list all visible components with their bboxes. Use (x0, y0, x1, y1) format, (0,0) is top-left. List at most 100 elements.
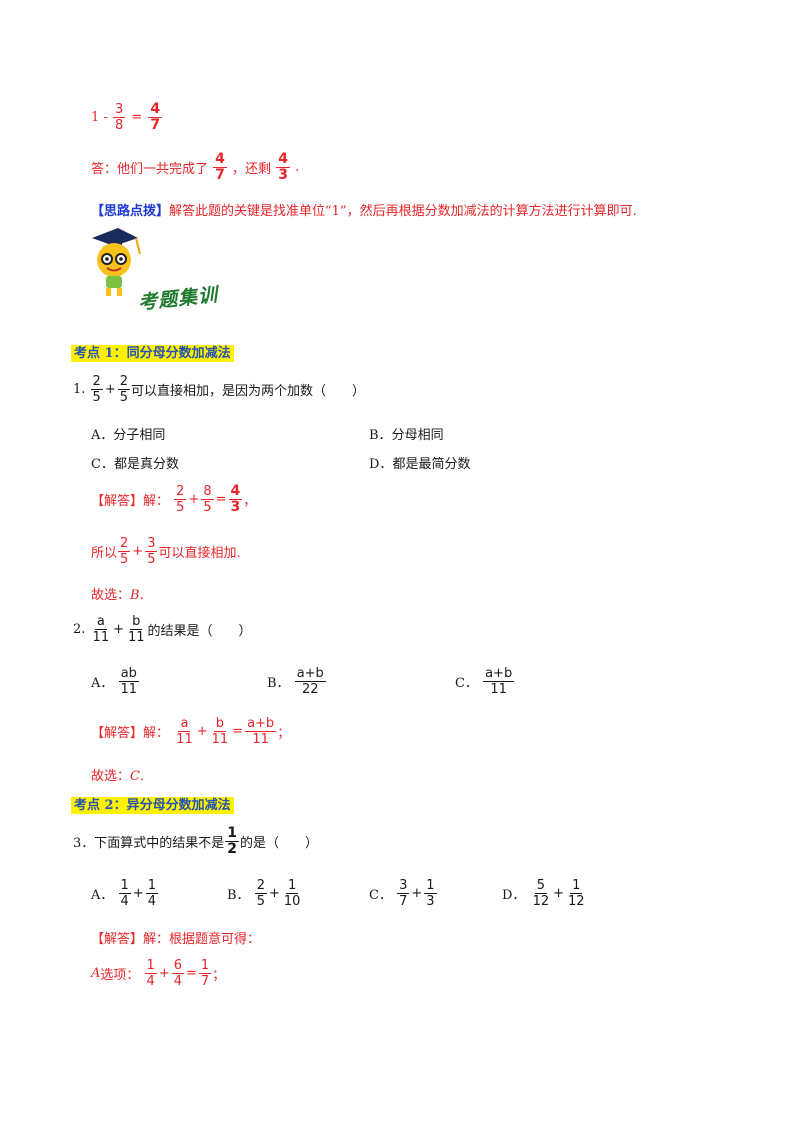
choice-letter: B (130, 588, 140, 603)
plus-sign: + (158, 966, 170, 981)
option-letter: D． (369, 457, 393, 472)
option-a[interactable]: A．分子相同 (91, 424, 165, 443)
option-letter: B． (227, 888, 250, 903)
solution-text: 解：根据题意可得： (143, 932, 261, 947)
question-text: 的是（ ） (240, 836, 319, 851)
solution-prefix: 选项： (100, 968, 140, 983)
solution-end: ， (243, 494, 257, 509)
solution-prefix: 解： (143, 494, 170, 509)
choice-letter: C (130, 769, 140, 784)
option-letter: C． (91, 457, 114, 472)
plus-sign: + (553, 886, 565, 901)
option-letter: C． (455, 676, 478, 691)
choice-end: . (139, 769, 145, 784)
plus-sign: + (188, 492, 200, 507)
choice-line: 故选：B. (91, 584, 144, 603)
tip-text: 解答此题的关键是找准单位“1”，然后再根据分数加减法的计算方法进行计算即可. (169, 204, 637, 219)
plus-sign: + (104, 382, 116, 397)
option-b[interactable]: B．分母相同 (369, 424, 444, 443)
solution-tag: 【解答】 (91, 494, 144, 509)
choice-prefix: 故选： (91, 588, 131, 603)
mascot-icon (92, 228, 141, 296)
option-d[interactable]: D．都是最简分数 (369, 453, 470, 472)
option-letter: B． (267, 676, 290, 691)
plus-sign: + (268, 886, 280, 901)
equation-lhs: 1 - (91, 110, 108, 125)
plus-sign: + (132, 544, 144, 559)
conclusion-text: 可以直接相加. (158, 546, 241, 561)
answer-prefix: 答：他们一共完成了 (91, 162, 209, 177)
question-number: 2. (73, 622, 86, 637)
solution-end: ； (277, 726, 291, 741)
option-letter: A． (91, 888, 114, 903)
answer-suffix: . (295, 160, 300, 175)
equals-sign: = (186, 966, 197, 981)
answer-mid: ，还剩 (232, 162, 272, 177)
tip-line: 【思路点拨】解答此题的关键是找准单位“1”，然后再根据分数加减法的计算方法进行计… (91, 200, 637, 219)
option-c[interactable]: C．都是真分数 (91, 453, 179, 472)
choice-line: 故选：C. (91, 765, 144, 784)
option-letter: A． (91, 428, 114, 443)
tip-tag: 【思路点拨】 (91, 204, 170, 219)
option-text: 分母相同 (391, 428, 444, 443)
equals-sign: = (232, 724, 244, 739)
solution-line: 【解答】解：根据题意可得： (91, 928, 260, 947)
solution-tag: 【解答】 (91, 932, 144, 947)
option-letter: B． (369, 428, 392, 443)
option-text: 都是最简分数 (392, 457, 471, 472)
section-title-text: 考点 2：异分母分数加减法 (71, 797, 234, 814)
solution-end: ； (212, 968, 226, 983)
option-text: 分子相同 (113, 428, 166, 443)
option-letter: D． (502, 888, 526, 903)
solution-prefix: 解： (143, 726, 170, 741)
question-number: 1. (73, 382, 86, 397)
option-letter: C． (369, 888, 392, 903)
section-title: 考点 2：异分母分数加减法 (71, 794, 234, 814)
conclusion-prefix: 所以 (91, 546, 118, 561)
plus-sign: + (132, 886, 144, 901)
plus-sign: + (113, 622, 124, 637)
question-text: 可以直接相加，是因为两个加数（ ） (131, 384, 366, 399)
solution-tag: 【解答】 (91, 726, 144, 741)
choice-letter: A (91, 966, 101, 981)
banner-title: 考题集训 (137, 283, 220, 315)
option-letter: A． (91, 676, 114, 691)
